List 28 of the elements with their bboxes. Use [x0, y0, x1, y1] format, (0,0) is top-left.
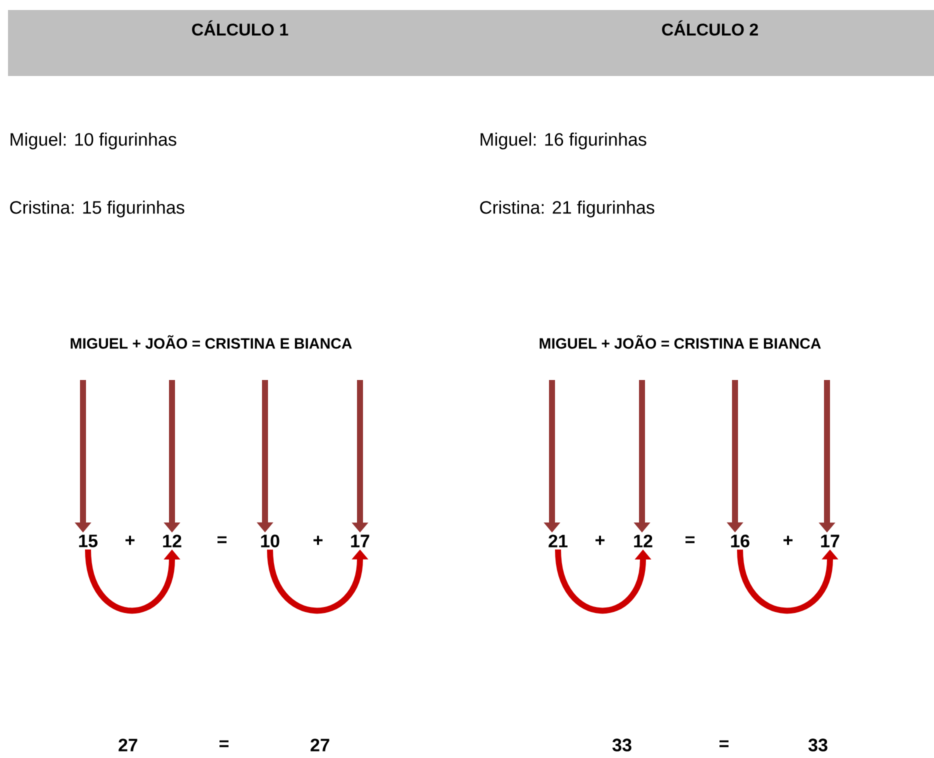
number: 16: [731, 534, 750, 548]
result-number: 33: [612, 738, 632, 752]
statement-text: Miguel: 16 figurinhas: [480, 132, 646, 150]
operator-sign: =: [218, 536, 227, 544]
number: 10: [261, 534, 280, 548]
operator-sign: +: [596, 536, 605, 545]
number: 15: [79, 534, 98, 548]
number: 12: [634, 534, 652, 548]
statement-text: Miguel: 10 figurinhas: [10, 132, 176, 150]
equation-heading: MIGUEL + JOÃO = CRISTINA E BIANCA: [540, 335, 821, 349]
number: 17: [351, 534, 370, 548]
result-number: 27: [310, 738, 330, 752]
operator-sign: +: [314, 536, 323, 545]
operator-sign: +: [126, 536, 135, 545]
equation-heading: MIGUEL + JOÃO = CRISTINA E BIANCA: [70, 335, 352, 349]
column-heading: CÁLCULO 2: [662, 20, 758, 36]
operator-sign: =: [720, 740, 729, 748]
statement-text: Cristina: 21 figurinhas: [480, 200, 654, 218]
number: 17: [821, 534, 840, 548]
operator-sign: +: [784, 536, 793, 545]
result-number: 33: [808, 738, 828, 752]
column-heading: CÁLCULO 1: [192, 20, 288, 36]
statement-text: Cristina: 15 figurinhas: [10, 200, 184, 218]
number: 21: [548, 534, 568, 548]
operator-sign: =: [686, 536, 695, 544]
number: 12: [163, 534, 182, 548]
result-number: 27: [118, 738, 138, 752]
operator-sign: =: [220, 740, 229, 748]
